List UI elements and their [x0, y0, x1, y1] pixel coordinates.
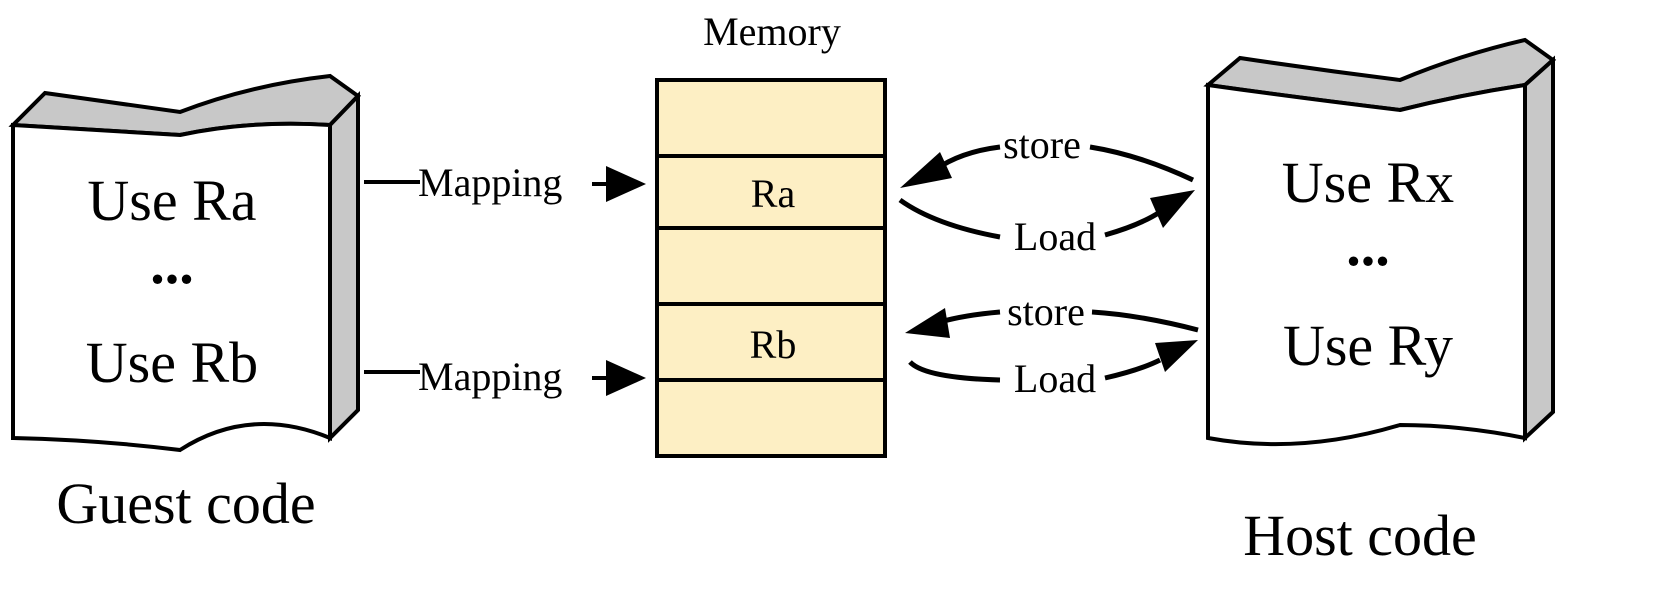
exchange-bottom: store Load: [905, 289, 1199, 401]
store-arrow-top-curve-right: [1089, 144, 1195, 183]
load-arrow-bottom-head: [1155, 340, 1198, 372]
load-label-bottom: Load: [1014, 356, 1096, 401]
mapping-arrow-top-label: Mapping: [418, 160, 562, 205]
store-label-top: store: [1003, 122, 1081, 167]
guest-code-caption: Guest code: [56, 471, 315, 536]
memory-stack: Ra Rb: [655, 78, 887, 458]
store-arrow-top-head: [900, 152, 952, 188]
guest-doc-side-face: [328, 91, 360, 443]
load-arrow-bottom-curve-left: [908, 360, 1001, 383]
mapping-arrow-bottom-label: Mapping: [418, 354, 562, 399]
store-label-bottom: store: [1007, 289, 1085, 334]
load-arrow-top-curve-right: [1104, 209, 1162, 238]
mapping-arrow-top: Mapping: [364, 160, 646, 205]
guest-ellipsis: ...: [150, 231, 194, 296]
store-arrow-bottom-curve-right: [1091, 309, 1199, 333]
guest-line-2: Use Rb: [86, 330, 258, 395]
guest-code-document: Use Ra ... Use Rb: [8, 73, 362, 453]
host-line-2: Use Ry: [1283, 313, 1453, 378]
exchange-top: store Load: [898, 122, 1195, 259]
mapping-arrow-bottom-head: [606, 360, 646, 396]
mapping-arrow-top-head: [606, 166, 646, 202]
host-code-document: Use Rx ... Use Ry: [1203, 37, 1557, 447]
memory-slot-rb-label: Rb: [750, 322, 797, 367]
host-doc-side-face: [1523, 55, 1555, 443]
store-arrow-bottom-curve-left: [939, 309, 1001, 325]
memory-slot-4: [655, 378, 887, 458]
guest-line-1: Use Ra: [87, 168, 256, 233]
memory-slot-0: [655, 78, 887, 158]
load-arrow-top-curve-left: [898, 197, 1001, 240]
load-arrow-top-head: [1150, 190, 1195, 228]
guest-doc-front-face: [11, 121, 332, 453]
host-ellipsis: ...: [1346, 213, 1390, 278]
host-line-1: Use Rx: [1282, 150, 1454, 215]
mapping-arrow-bottom: Mapping: [364, 354, 646, 399]
load-arrow-bottom-curve-right: [1104, 357, 1162, 381]
memory-slot-3: [655, 302, 887, 382]
memory-title: Memory: [703, 9, 841, 54]
host-code-caption: Host code: [1243, 503, 1477, 568]
load-label-top: Load: [1014, 214, 1096, 259]
memory-slot-ra-label: Ra: [751, 171, 796, 216]
memory-slot-2: [655, 226, 887, 306]
store-arrow-bottom-head: [905, 308, 950, 338]
host-doc-front-face: [1206, 82, 1527, 447]
